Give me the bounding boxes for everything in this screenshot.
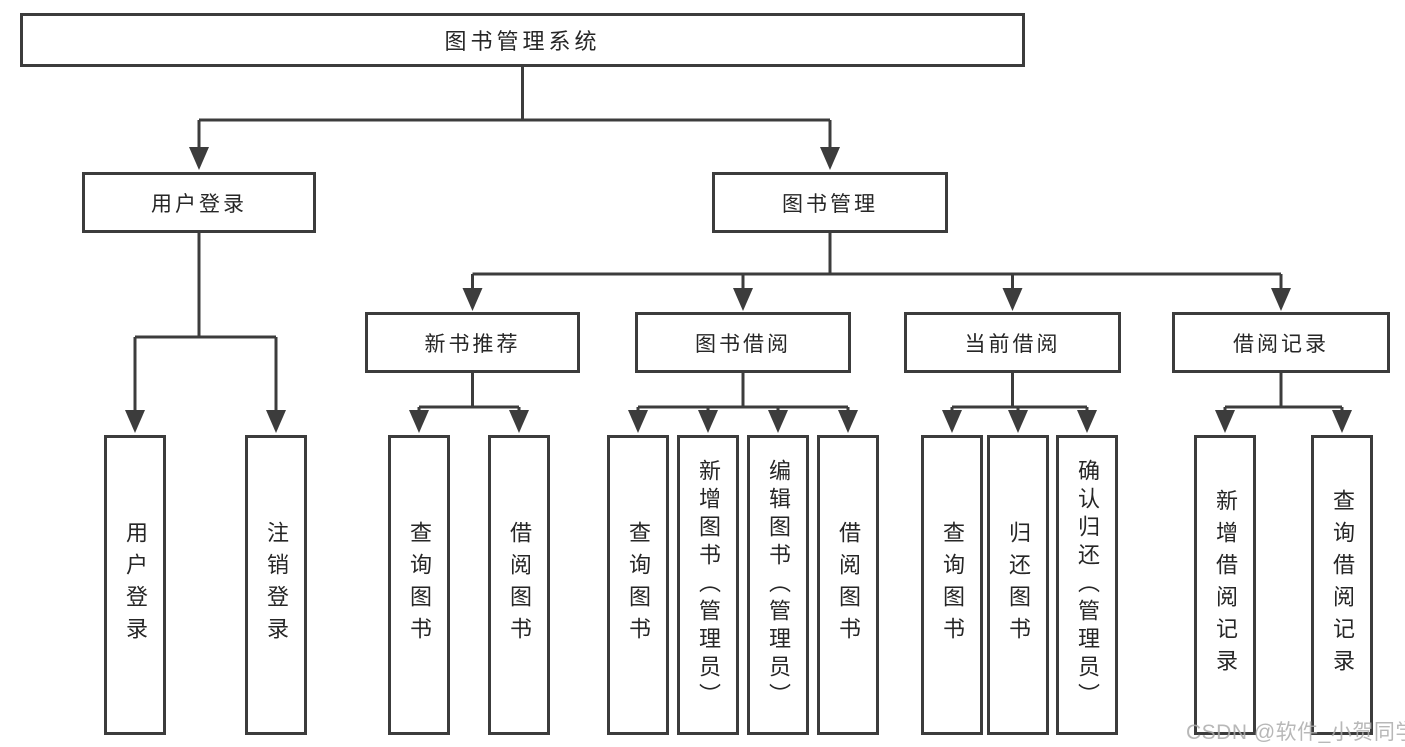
node-label: 新书推荐 xyxy=(424,332,521,356)
node-label: 图书借阅 xyxy=(695,332,791,356)
node-label: 新增借阅记录 xyxy=(1213,489,1238,681)
leaf-logout: 注销登录 xyxy=(245,435,307,735)
node-book-borrowing: 图书借阅 xyxy=(635,312,851,373)
node-label: 确认归还（管理员） xyxy=(1075,459,1100,711)
leaf-add-borrow-record: 新增借阅记录 xyxy=(1194,435,1256,735)
leaf-query-books-3: 查询图书 xyxy=(921,435,983,735)
node-label: 借阅图书 xyxy=(507,521,532,649)
node-label: 图书管理 xyxy=(782,192,878,216)
node-book-management: 图书管理 xyxy=(712,172,948,233)
leaf-return-books: 归还图书 xyxy=(987,435,1049,735)
leaf-user-login: 用户登录 xyxy=(104,435,166,735)
node-label: 查询图书 xyxy=(407,521,432,649)
leaf-query-books-2: 查询图书 xyxy=(607,435,669,735)
csdn-watermark: CSDN @软件_小贺同学 xyxy=(1186,721,1405,744)
leaf-query-books-1: 查询图书 xyxy=(388,435,450,735)
node-label: 新增图书（管理员） xyxy=(696,459,721,711)
leaf-borrow-books-1: 借阅图书 xyxy=(488,435,550,735)
leaf-confirm-return-admin: 确认归还（管理员） xyxy=(1056,435,1118,735)
node-label: 图书管理系统 xyxy=(444,29,601,54)
leaf-edit-books-admin: 编辑图书（管理员） xyxy=(747,435,809,735)
node-user-login: 用户登录 xyxy=(82,172,316,233)
node-label: 查询借阅记录 xyxy=(1330,489,1355,681)
node-label: 注销登录 xyxy=(264,521,289,649)
node-label: 用户登录 xyxy=(151,192,247,216)
node-label: 借阅记录 xyxy=(1233,332,1329,356)
node-label: 归还图书 xyxy=(1006,521,1031,649)
node-label: 借阅图书 xyxy=(836,521,861,649)
node-new-book-recommend: 新书推荐 xyxy=(365,312,580,373)
node-label: 查询图书 xyxy=(940,521,965,649)
node-label: 编辑图书（管理员） xyxy=(766,459,791,711)
node-label: 当前借阅 xyxy=(964,332,1061,356)
node-label: 查询图书 xyxy=(626,521,651,649)
node-current-borrowing: 当前借阅 xyxy=(904,312,1121,373)
leaf-add-books-admin: 新增图书（管理员） xyxy=(677,435,739,735)
node-library-management-system: 图书管理系统 xyxy=(20,13,1025,67)
leaf-borrow-books-2: 借阅图书 xyxy=(817,435,879,735)
leaf-query-borrow-record: 查询借阅记录 xyxy=(1311,435,1373,735)
node-borrowing-records: 借阅记录 xyxy=(1172,312,1390,373)
node-label: 用户登录 xyxy=(123,521,148,649)
